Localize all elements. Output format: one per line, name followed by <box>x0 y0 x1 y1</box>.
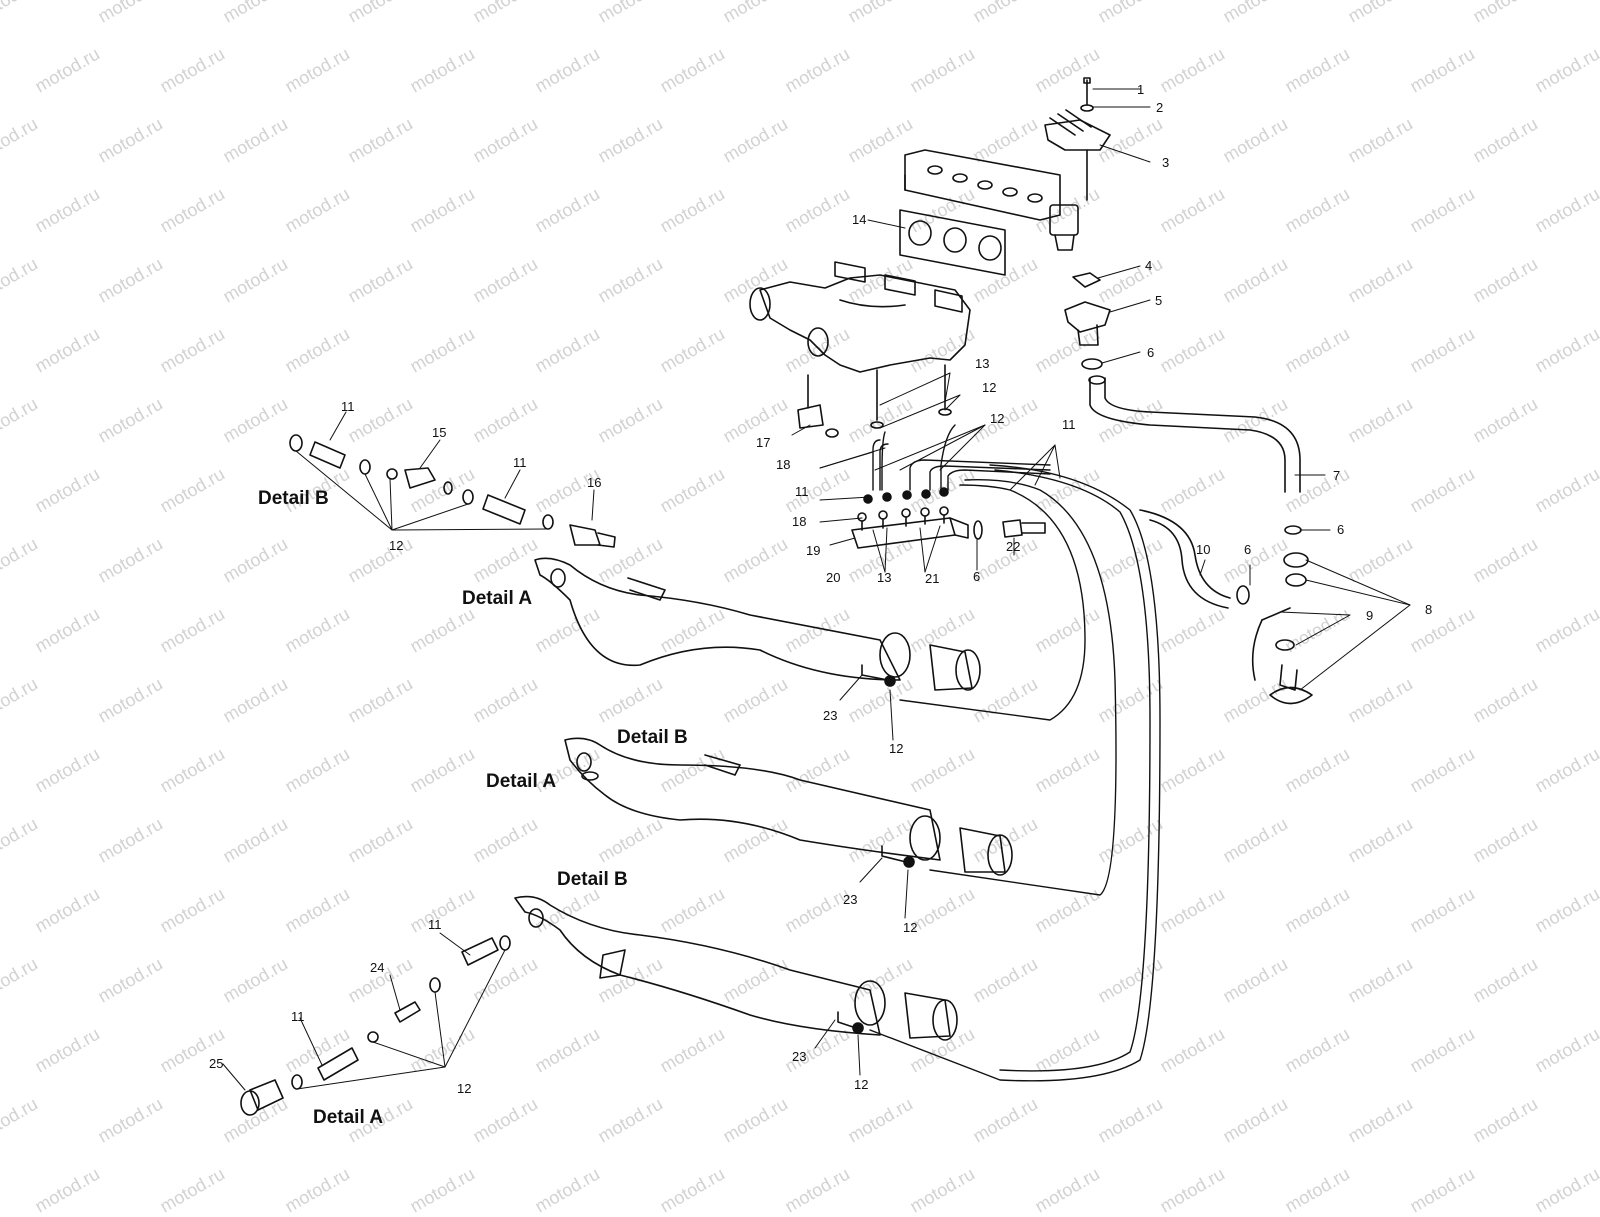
clip-part <box>1072 272 1101 288</box>
fitting-nut-part <box>1251 552 1313 705</box>
callout-11: 11 <box>341 399 355 414</box>
hose-part <box>1139 509 1231 609</box>
callout-22: 22 <box>1006 539 1021 554</box>
nipple-fittings <box>857 487 949 531</box>
exhaust-pipe-upper <box>534 557 981 691</box>
elbow-fitting-part <box>797 374 839 438</box>
callout-14: 14 <box>852 212 867 227</box>
hose-part <box>1088 375 1301 493</box>
callout-12: 12 <box>457 1081 472 1096</box>
detail-a-label: Detail A <box>462 588 533 609</box>
callout-11: 11 <box>428 917 442 932</box>
exhaust-pipe-middle <box>564 737 1013 876</box>
callout-11: 11 <box>513 455 527 470</box>
detail-a-label: Detail A <box>486 771 557 792</box>
callout-24: 24 <box>370 960 385 975</box>
hose-clamp-part <box>1236 585 1250 605</box>
callout-10: 10 <box>1196 542 1211 557</box>
callout-8: 8 <box>1425 602 1433 617</box>
callout-2: 2 <box>1156 100 1164 115</box>
callout-23: 23 <box>792 1049 807 1064</box>
detail-b-label: Detail B <box>617 727 688 748</box>
exhaust-pipe-lower <box>514 895 958 1041</box>
callout-18: 18 <box>792 514 807 529</box>
callout-12: 12 <box>389 538 404 553</box>
callout-23: 23 <box>843 892 858 907</box>
leader-lines <box>222 88 1411 1091</box>
detail-b-label: Detail B <box>258 488 329 509</box>
callout-20: 20 <box>826 570 841 585</box>
callout-9: 9 <box>1366 608 1374 623</box>
callout-7: 7 <box>1333 468 1341 483</box>
pin-parts <box>870 364 952 429</box>
detail-b-label: Detail B <box>557 869 628 890</box>
callout-11: 11 <box>291 1009 305 1024</box>
callout-12: 12 <box>889 741 904 756</box>
washer-part <box>1080 104 1094 112</box>
callout-11: 11 <box>795 484 809 499</box>
callout-6: 6 <box>1337 522 1345 537</box>
callout-6: 6 <box>1244 542 1252 557</box>
callout-6: 6 <box>1147 345 1155 360</box>
detail-a-label: Detail A <box>313 1107 384 1128</box>
callout-4: 4 <box>1145 258 1153 273</box>
callout-12: 12 <box>990 411 1005 426</box>
bolt-part <box>1083 77 1091 106</box>
callout-23: 23 <box>823 708 838 723</box>
small-hoses <box>869 424 1161 1082</box>
water-manifold-block-part <box>851 517 983 549</box>
exhaust-gasket-part <box>899 209 1006 276</box>
callout-6: 6 <box>973 569 981 584</box>
callout-15: 15 <box>432 425 447 440</box>
callout-13: 13 <box>975 356 990 371</box>
callout-19: 19 <box>806 543 821 558</box>
callout-25: 25 <box>209 1056 224 1071</box>
cylinder-head-part <box>904 149 1079 251</box>
fitting-part <box>1064 301 1111 346</box>
inline-connector-part <box>1002 519 1046 538</box>
callout-13: 13 <box>877 570 892 585</box>
exhaust-manifold-part <box>749 261 971 373</box>
callout-1: 1 <box>1137 82 1145 97</box>
callout-12: 12 <box>982 380 997 395</box>
callout-11: 11 <box>1062 417 1076 432</box>
callout-12: 12 <box>854 1077 869 1092</box>
callout-16: 16 <box>587 475 602 490</box>
hose-clamp-part <box>1284 525 1302 535</box>
detail-b-assembly <box>289 434 616 548</box>
callout-3: 3 <box>1162 155 1170 170</box>
callout-17: 17 <box>756 435 771 450</box>
callout-5: 5 <box>1155 293 1163 308</box>
callout-21: 21 <box>925 571 940 586</box>
callout-12: 12 <box>903 920 918 935</box>
callout-18: 18 <box>776 457 791 472</box>
bracket-part <box>1044 109 1111 201</box>
hose-clamp-part <box>1081 358 1103 370</box>
